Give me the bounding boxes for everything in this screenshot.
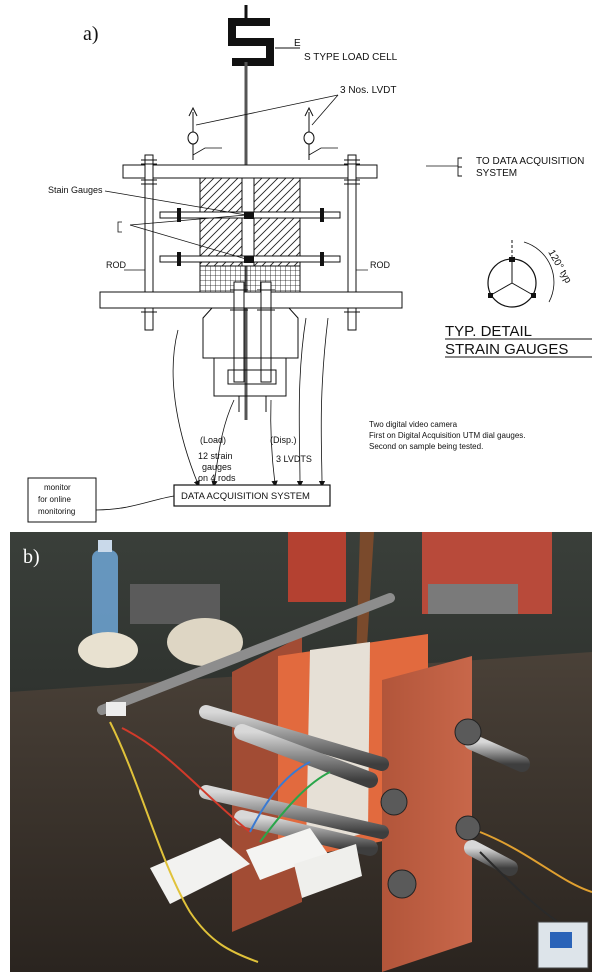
base-block <box>213 357 287 397</box>
camera-line2: First on Digital Acquisition UTM dial ga… <box>369 431 526 440</box>
schematic-diagram: a) E S TYPE LOAD CELL 3 Nos. LVDT TO DAT… <box>27 5 592 523</box>
camera-line1: Two digital video camera <box>369 420 458 429</box>
strain-count-line2: gauges <box>202 462 232 472</box>
rod-left <box>144 154 154 331</box>
lvdt-left-icon <box>187 106 199 160</box>
typical-detail-diagram <box>487 240 555 308</box>
load-label: (Load) <box>200 435 226 445</box>
load-cell-label: S TYPE LOAD CELL <box>304 52 398 63</box>
typ-detail-line1: TYP. DETAIL <box>445 323 532 340</box>
base-fixture <box>202 307 299 359</box>
s-load-cell-icon <box>228 18 274 66</box>
e-mark: E <box>294 38 301 49</box>
bottom-plate <box>99 291 403 309</box>
top-plate <box>122 164 378 179</box>
specimen-right <box>253 177 301 267</box>
rod-left-label: ROD <box>106 260 127 270</box>
bolts <box>230 281 275 383</box>
typ-detail-line2: STRAIN GAUGES <box>445 341 568 358</box>
specimen-left <box>199 177 243 267</box>
monitor-line1: monitor <box>44 483 71 492</box>
lvdt-label: 3 Nos. LVDT <box>340 85 397 96</box>
rod-right-label: ROD <box>370 260 391 270</box>
monitor-line2: for online <box>38 495 71 504</box>
angle-label: 120° typ <box>545 248 573 286</box>
strain-gauges-label: Stain Gauges <box>48 185 103 195</box>
monitor-line3: monitoring <box>38 507 75 516</box>
to-daq-line1: TO DATA ACQUISITION <box>476 156 584 167</box>
panel-b-label: b) <box>23 546 40 568</box>
daq-box <box>173 484 331 507</box>
photograph-illustration <box>10 532 592 972</box>
rod-right <box>347 154 357 331</box>
disp-label: (Disp.) <box>270 435 297 445</box>
grout-block <box>199 265 301 293</box>
strain-count-line1: 12 strain <box>198 451 233 461</box>
lvdt-right-icon <box>303 106 315 160</box>
to-daq-line2: SYSTEM <box>476 168 517 179</box>
monitor-box <box>27 477 97 523</box>
daq-box-label: DATA ACQUISITION SYSTEM <box>181 491 310 502</box>
specimen-core <box>241 177 255 267</box>
strain-count-line3: on 4 rods <box>198 473 236 483</box>
lvdts-label: 3 LVDTS <box>276 454 312 464</box>
photograph-panel: b) <box>10 532 592 972</box>
camera-line3: Second on sample being tested. <box>369 442 483 451</box>
panel-a-label: a) <box>83 23 99 45</box>
